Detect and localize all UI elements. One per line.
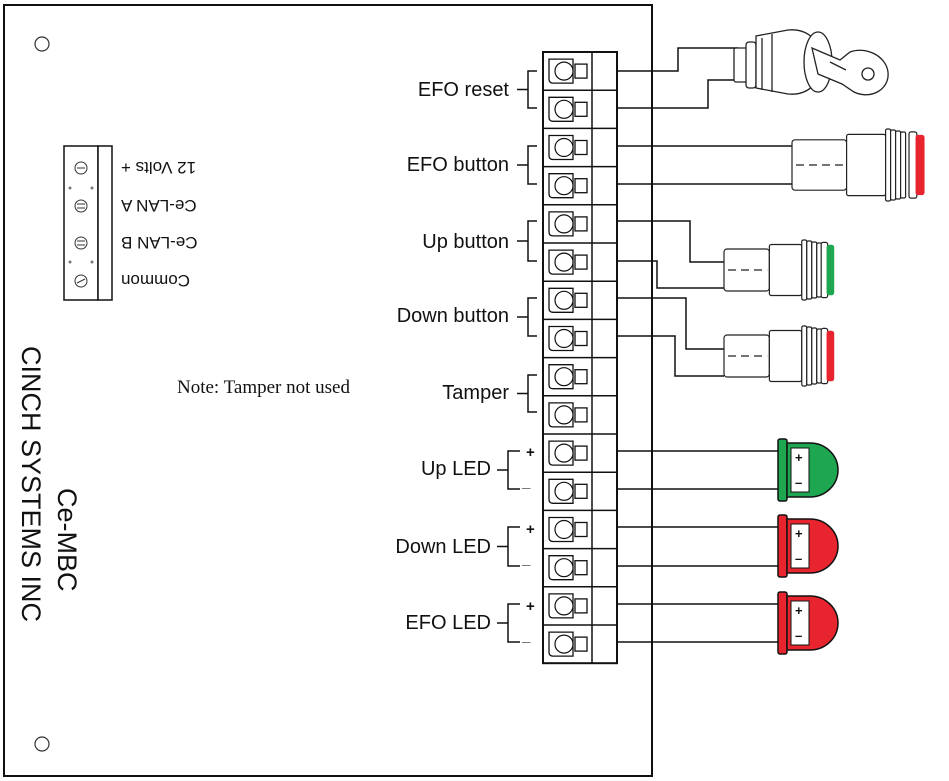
terminal-label-up-led: Up LED xyxy=(421,458,491,480)
polarity-minus: _ xyxy=(521,628,531,645)
board-maker: CINCH SYSTEMS INC xyxy=(16,346,46,622)
terminal-label-down-led: Down LED xyxy=(395,536,491,558)
polarity-plus: + xyxy=(526,444,535,461)
terminal-screw xyxy=(543,356,617,390)
terminal-screw xyxy=(543,395,617,428)
tamper-note: Note: Tamper not used xyxy=(177,377,350,398)
power-connector xyxy=(63,145,113,301)
wire xyxy=(617,335,724,377)
led-minus-sign: – xyxy=(795,628,802,643)
power-pin-label: Ce-LAN A xyxy=(120,196,196,215)
terminal-label-down-button: Down button xyxy=(397,305,509,327)
wire xyxy=(617,79,742,109)
led-minus-sign: – xyxy=(795,551,802,566)
led-plus-sign: + xyxy=(795,526,803,541)
terminal-bracket xyxy=(517,374,537,413)
polarity-minus: _ xyxy=(521,474,531,491)
terminal-label-up-button: Up button xyxy=(422,231,509,253)
terminal-bracket xyxy=(497,526,520,567)
pushbuttons xyxy=(723,128,925,387)
terminal-labels: EFO reset EFO button Up button Down butt… xyxy=(395,70,537,645)
wire xyxy=(617,260,724,289)
power-pin-label: Ce-LAN B xyxy=(121,233,198,252)
board-model: Ce-MBC xyxy=(52,488,82,592)
wire xyxy=(617,297,724,350)
up-led-icon: +– xyxy=(777,438,839,502)
mounting-hole-bottom xyxy=(34,736,50,752)
wires xyxy=(617,47,792,643)
terminal-label-efo-reset: EFO reset xyxy=(418,79,510,101)
polarity-plus: + xyxy=(526,598,535,615)
terminal-screw xyxy=(543,127,617,161)
terminal-label-efo-button: EFO button xyxy=(407,154,509,176)
terminal-bracket xyxy=(517,70,537,109)
terminal-label-efo-led: EFO LED xyxy=(405,612,491,634)
efo-button-icon xyxy=(791,128,925,202)
polarity-plus: + xyxy=(526,521,535,538)
terminal-screw xyxy=(543,89,617,122)
terminal-screw xyxy=(543,586,617,619)
wire xyxy=(617,47,738,72)
terminal-bracket xyxy=(497,603,520,643)
terminal-screw xyxy=(543,547,617,581)
mounting-hole-top xyxy=(34,36,50,52)
terminal-screw xyxy=(543,280,617,313)
led-minus-sign: – xyxy=(795,475,802,490)
terminal-screw xyxy=(543,242,617,275)
terminal-screw xyxy=(543,204,617,237)
terminal-screw xyxy=(543,318,617,352)
terminal-bracket xyxy=(517,297,537,337)
terminal-label-tamper: Tamper xyxy=(442,382,509,404)
up-button-icon xyxy=(723,239,835,301)
down-button-icon xyxy=(723,325,835,387)
polarity-minus: _ xyxy=(521,551,531,568)
terminal-bracket xyxy=(517,220,537,262)
power-pin-label: Common xyxy=(121,271,190,290)
down-led-icon: +– xyxy=(777,514,839,578)
terminal-bracket xyxy=(517,145,537,185)
terminal-screw xyxy=(543,624,617,657)
key-switch-icon xyxy=(733,29,889,96)
power-pin-labels: 12 Volts + Ce-LAN A Ce-LAN B Common xyxy=(120,158,197,290)
efo-led-icon: +– xyxy=(777,591,839,655)
terminal-screw xyxy=(543,471,617,504)
leds: +–+–+– xyxy=(777,438,839,655)
terminal-screw xyxy=(543,509,617,543)
terminal-screw xyxy=(548,58,588,84)
terminal-strip xyxy=(542,51,618,665)
terminal-screw xyxy=(543,433,617,466)
led-plus-sign: + xyxy=(795,603,803,618)
led-plus-sign: + xyxy=(795,450,803,465)
terminal-bracket xyxy=(497,450,520,490)
wire xyxy=(617,220,724,263)
terminal-screw xyxy=(543,165,617,199)
power-pin-label: 12 Volts + xyxy=(121,158,196,177)
